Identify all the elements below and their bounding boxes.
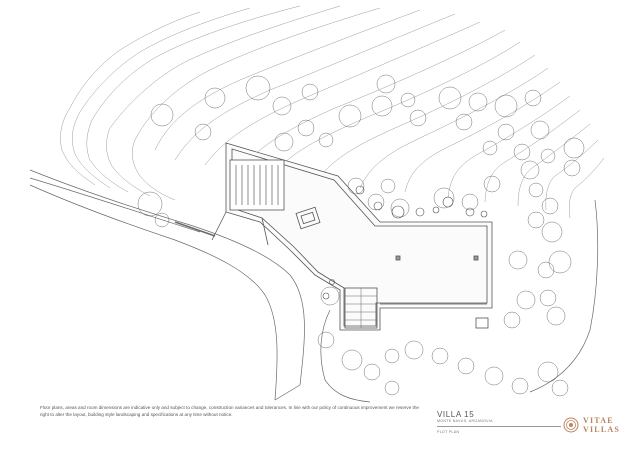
site-boundary-and-road [29,169,599,403]
plan-type: PLOT PLAN [437,430,460,434]
villa-location: MONTE NAVUS, ARGANOVIA [437,419,561,427]
villa-name: VILLA 15 [437,410,475,419]
logo-icon [563,417,579,433]
logo-line-2: VILLAS [583,425,620,434]
shrubs [322,185,488,300]
logo-line-1: VITAE [583,416,614,425]
title-block: VILLA 15 MONTE NAVUS, ARGANOVIA PLOT PLA… [437,410,561,434]
trees [137,74,585,397]
logo-text: VITAE VILLAS [583,416,620,434]
villa-building [211,142,493,331]
vitae-villas-logo: VITAE VILLAS [563,414,627,438]
disclaimer-text: Floor plans, areas and room dimensions a… [40,405,419,417]
contour-lines [60,5,605,219]
